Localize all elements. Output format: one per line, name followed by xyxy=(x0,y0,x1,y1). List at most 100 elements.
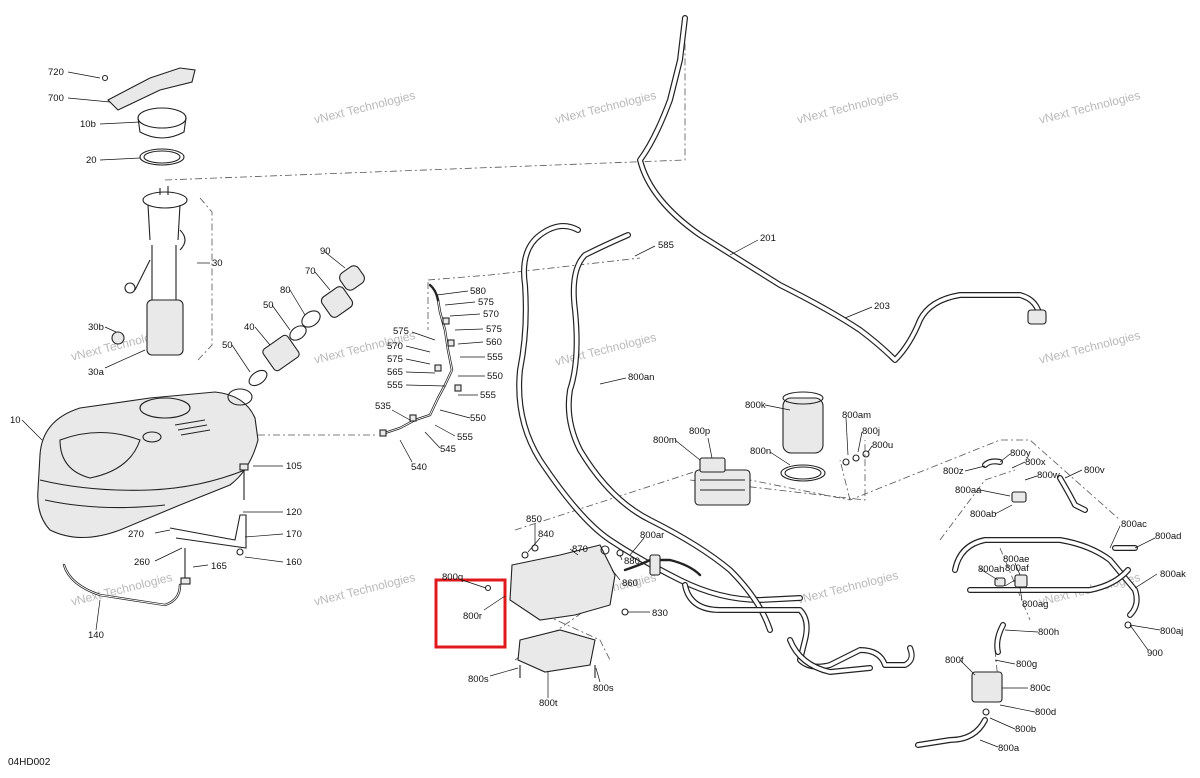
callout-label: 800p xyxy=(689,426,710,437)
callout-label: 120 xyxy=(286,507,302,518)
diagram-code: 04HD002 xyxy=(8,757,51,768)
callout-label: 800y xyxy=(1010,448,1031,459)
callout-label: 170 xyxy=(286,529,302,540)
tank-strap-700 xyxy=(107,67,196,111)
vent-line-group xyxy=(379,283,462,437)
callout-label: 585 xyxy=(658,240,674,251)
callout-label: 850 xyxy=(526,514,542,525)
watermark-text: vNext Technologies xyxy=(554,330,658,369)
callout-label: 80 xyxy=(280,285,291,296)
callout-label: 800z xyxy=(943,466,964,477)
evap-canister-group xyxy=(694,391,870,506)
callout-label: 20 xyxy=(86,155,97,166)
callout-label: 270 xyxy=(128,529,144,540)
seal-ring xyxy=(139,148,185,166)
callout-label: 140 xyxy=(88,630,104,641)
callout-label: 800s xyxy=(593,683,614,694)
callout-label: 900 xyxy=(1147,648,1163,659)
callout-label: 800w xyxy=(1037,470,1060,481)
leader-lines xyxy=(21,71,1161,748)
callout-label: 800c xyxy=(1030,683,1051,694)
callout-label: 800n xyxy=(750,446,771,457)
callout-label: 555 xyxy=(457,432,473,443)
callout-label: 540 xyxy=(411,462,427,473)
watermark-text: vNext Technologies xyxy=(796,88,900,127)
callout-label: 800u xyxy=(872,440,893,451)
callout-label: 30b xyxy=(88,322,104,333)
callout-label: 545 xyxy=(440,444,456,455)
watermark-text: vNext Technologies xyxy=(313,88,417,127)
callout-label: 560 xyxy=(486,337,502,348)
fuel-tank-body xyxy=(37,388,259,538)
callout-label: 700 xyxy=(48,93,64,104)
bracket-120 xyxy=(169,514,247,549)
callout-label: 70 xyxy=(305,266,316,277)
callout-label: 800am xyxy=(842,410,871,421)
lock-ring xyxy=(137,107,187,129)
callout-label: 800d xyxy=(1035,707,1056,718)
callout-label: 535 xyxy=(375,401,391,412)
callout-label: 800an xyxy=(628,372,654,383)
callout-label: 30 xyxy=(212,258,223,269)
callout-label: 565 xyxy=(387,367,403,378)
callout-label: 800ac xyxy=(1121,519,1147,530)
callout-label: 550 xyxy=(470,413,486,424)
callout-label: 203 xyxy=(874,301,890,312)
callout-label: 800m xyxy=(653,435,677,446)
callout-label: 800ah xyxy=(978,564,1004,575)
callout-label: 800ar xyxy=(640,530,664,541)
callout-label: 800j xyxy=(862,426,880,437)
bracket-assembly xyxy=(484,544,702,678)
callout-label: 840 xyxy=(538,529,554,540)
filler-neck-parts xyxy=(248,265,365,387)
watermark-text: vNext Technologies xyxy=(554,88,658,127)
callout-label: 800ak xyxy=(1160,569,1186,580)
purge-valve xyxy=(694,457,751,506)
callout-label: 800f xyxy=(945,655,964,666)
callout-label: 870 xyxy=(572,544,588,555)
callout-label: 90 xyxy=(320,246,331,257)
callout-label: 575 xyxy=(387,354,403,365)
watermark-text: vNext Technologies xyxy=(796,568,900,607)
evap-canister xyxy=(782,397,824,454)
callout-label: 800x xyxy=(1025,457,1046,468)
callout-label: 50 xyxy=(263,300,274,311)
callout-label: 800r xyxy=(463,611,482,622)
callout-label: 165 xyxy=(211,561,227,572)
callout-label: 570 xyxy=(387,341,403,352)
callout-label: 10 xyxy=(10,415,21,426)
callout-label: 800ab xyxy=(970,509,996,520)
callout-label: 575 xyxy=(393,326,409,337)
callout-label: 555 xyxy=(387,380,403,391)
callout-label: 800aa xyxy=(955,485,982,496)
callout-label: 860 xyxy=(622,578,638,589)
callout-label: 800af xyxy=(1005,563,1029,574)
callout-label: 880 xyxy=(624,556,640,567)
callout-label: 40 xyxy=(244,322,255,333)
callout-label: 260 xyxy=(134,557,150,568)
callout-label: 800v xyxy=(1084,465,1105,476)
callout-labels: 720 700 10b 20 30 30b 30a 90 70 80 50 40… xyxy=(10,67,1186,754)
callout-label: 800t xyxy=(539,698,558,709)
highlighted-part-box xyxy=(434,578,507,649)
callout-label: 720 xyxy=(48,67,64,78)
callout-label: 800b xyxy=(1015,724,1036,735)
callout-label: 30a xyxy=(88,367,105,378)
callout-label: 800s xyxy=(468,674,489,685)
callout-label: 555 xyxy=(487,352,503,363)
callout-label: 575 xyxy=(478,297,494,308)
callout-label: 800q xyxy=(442,572,463,583)
callout-label: 800a xyxy=(998,743,1020,754)
callout-label: 550 xyxy=(487,371,503,382)
right-fittings-group xyxy=(915,458,1140,748)
callout-label: 800ag xyxy=(1022,599,1048,610)
callout-label: 800k xyxy=(745,400,766,411)
callout-label: 580 xyxy=(470,286,486,297)
callout-label: 575 xyxy=(486,324,502,335)
mounting-bracket-800t xyxy=(517,629,596,673)
main-hoses xyxy=(516,15,1047,675)
fuel-pump-module xyxy=(134,186,188,356)
callout-label: 201 xyxy=(760,233,776,244)
